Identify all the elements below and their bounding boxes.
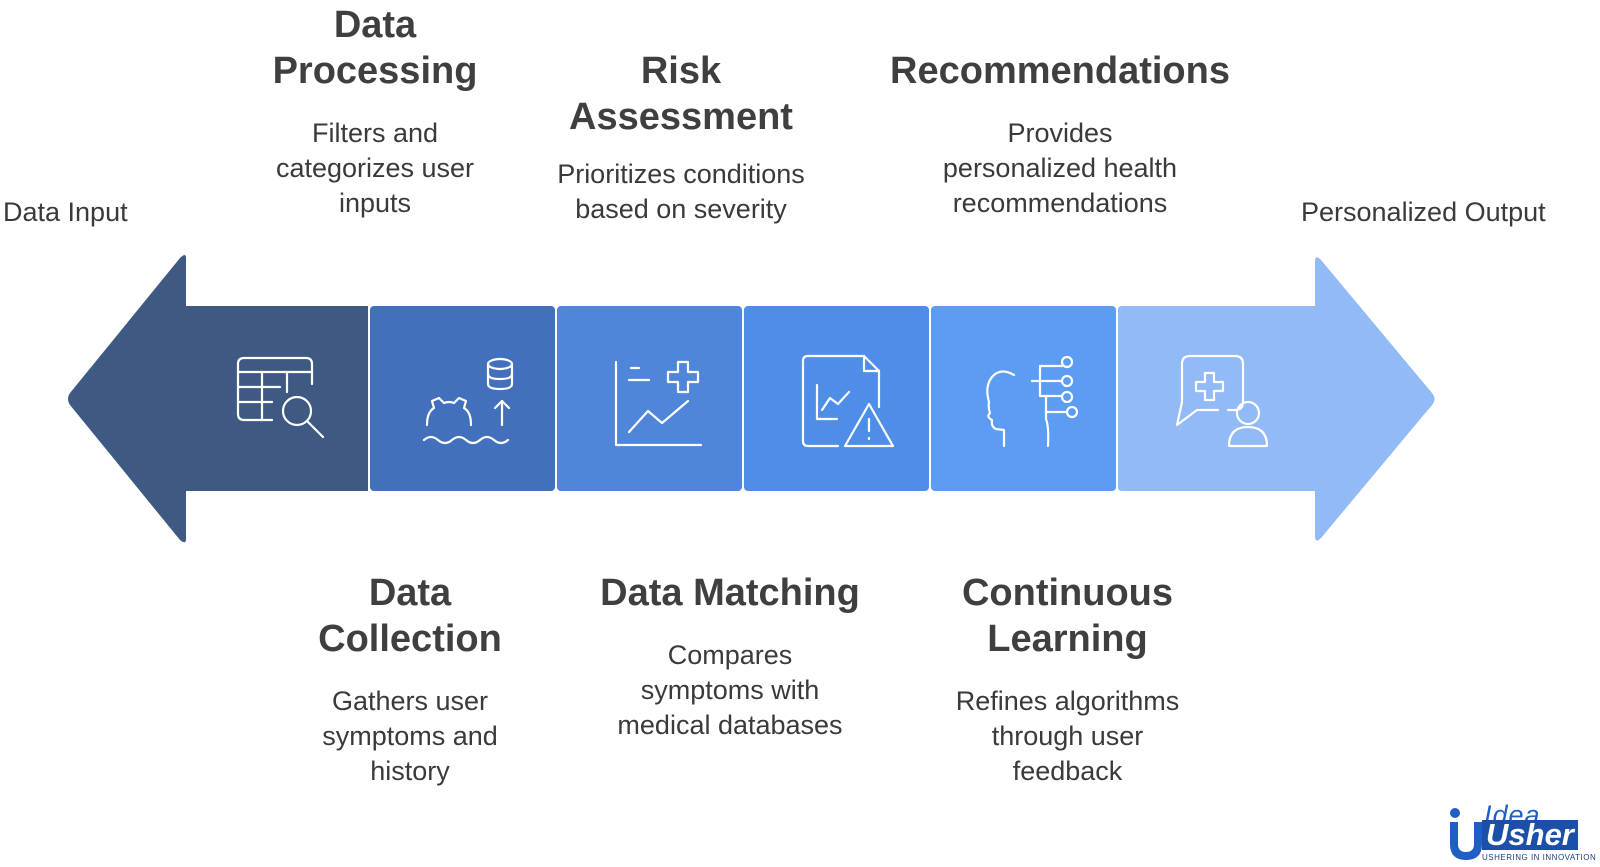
segment-3-risk-assessment — [557, 306, 742, 491]
segment-6-continuous-learning — [1118, 257, 1435, 541]
stage-title: Data Collection — [318, 572, 502, 660]
stage-data-collection: Data Collection Gathers user symptoms an… — [285, 570, 535, 789]
medical-chat-user-icon — [1175, 354, 1269, 448]
end-label: Personalized Output — [1301, 197, 1546, 227]
stage-description: Provides personalized health recommendat… — [942, 118, 1178, 218]
stage-title: Continuous Learning — [961, 572, 1174, 660]
table-search-icon — [236, 356, 325, 439]
idea-usher-logo: Idea Usher USHERING IN INNOVATION — [1448, 800, 1600, 864]
head-network-icon — [986, 355, 1079, 448]
stage-description: Gathers user symptoms and history — [322, 686, 498, 786]
stage-continuous-learning: Continuous Learning Refines algorithms t… — [925, 570, 1210, 789]
stage-description: Prioritizes conditions based on severity — [557, 159, 805, 224]
segment-1-data-processing — [68, 255, 368, 543]
stage-data-processing: Data Processing Filters and categorizes … — [240, 2, 510, 221]
stage-description: Compares symptoms with medical databases — [617, 640, 843, 740]
logo-tagline: USHERING IN INNOVATION — [1482, 853, 1597, 862]
stage-data-matching: Data Matching Compares symptoms with med… — [580, 570, 880, 743]
stage-title: Risk Assessment — [569, 50, 793, 138]
document-chart-warning-icon — [801, 354, 895, 448]
stage-title: Data Processing — [272, 4, 478, 92]
chart-medical-cross-icon — [614, 360, 703, 447]
stage-description: Refines algorithms through user feedback — [955, 686, 1180, 786]
stage-description: Filters and categorizes user inputs — [275, 118, 475, 218]
start-label: Data Input — [3, 197, 128, 227]
stage-recommendations: Recommendations Provides personalized he… — [880, 48, 1240, 221]
segment-4-data-matching — [744, 306, 929, 491]
logo-text-usher: Usher — [1482, 819, 1578, 850]
stage-title: Data Matching — [600, 572, 860, 614]
stage-risk-assessment: Risk Assessment Prioritizes conditions b… — [531, 48, 831, 227]
gear-database-upload-icon — [422, 357, 514, 445]
logo-u-mark-icon — [1450, 808, 1482, 860]
stage-title: Recommendations — [890, 50, 1230, 92]
segment-5-recommendations — [931, 306, 1116, 491]
